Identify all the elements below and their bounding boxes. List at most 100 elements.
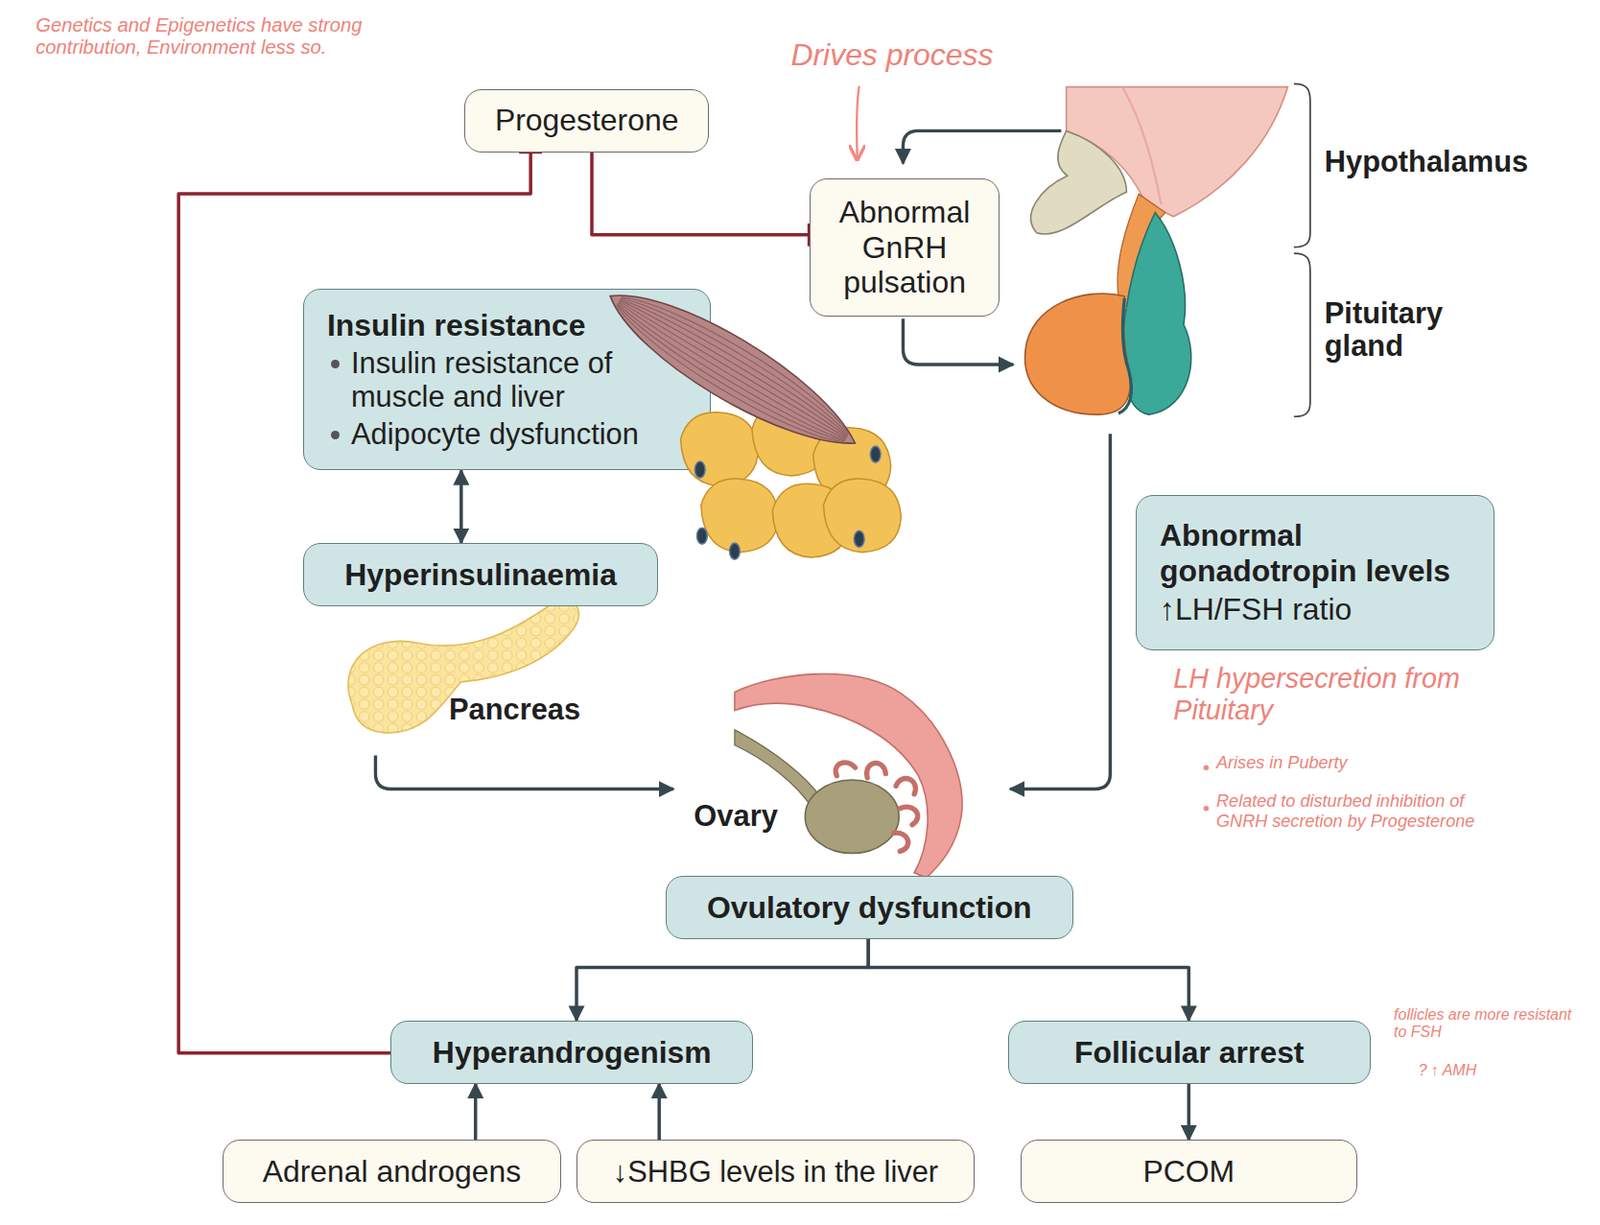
pituitary-illustration: [1118, 298, 1132, 414]
handwritten-note: Genetics and Epigenetics have strong con…: [35, 14, 362, 58]
note-bullet: [1203, 764, 1210, 771]
muscle-illustration: [612, 303, 846, 448]
ovary-illustration: [734, 729, 822, 807]
handwritten-note: follicles are more resistant to FSH: [1393, 1006, 1577, 1041]
flow-arrow: [902, 130, 1061, 164]
ovary-illustration: [835, 762, 855, 777]
box-heading: Abnormal gonadotropin levels: [1159, 517, 1475, 589]
handwritten-note: Arises in Puberty: [1216, 752, 1461, 773]
process-box: Abnormal GnRH pulsation: [809, 178, 1001, 317]
handwritten-note: follicles are more resistant to FSH: [1393, 1006, 1577, 1041]
box-heading: Insulin resistance: [327, 307, 692, 343]
box-text: Progesterone: [478, 102, 695, 138]
ovary-illustration: [734, 674, 963, 879]
part-label: Pancreas: [448, 693, 623, 728]
muscle-illustration: [620, 286, 855, 435]
hypothalamus-illustration: [1122, 87, 1161, 205]
handwritten-note: LH hypersecretion from Pituitary: [1173, 662, 1480, 725]
note-bullet: [1203, 805, 1210, 812]
condition-box: Follicular arrest: [1008, 1020, 1371, 1084]
box-text: Adrenal androgens: [236, 1153, 547, 1189]
muscle-illustration: [621, 282, 859, 434]
adipocyte-illustration: [752, 401, 830, 476]
inhibition-line: [591, 152, 810, 236]
ovary-illustration: [835, 762, 918, 852]
handwritten-note: ? ↑ AMH: [1418, 1061, 1542, 1080]
muscle-illustration: [619, 296, 849, 437]
flow-arrow: [459, 470, 464, 543]
adipocyte-illustration: [870, 446, 881, 463]
handwritten-note: Drives process: [790, 38, 1057, 73]
bracket: [1294, 83, 1311, 417]
box-text: PCOM: [1035, 1153, 1343, 1189]
muscle-illustration: [620, 291, 853, 436]
note-arrow: [856, 86, 860, 161]
text-row: Insulin resistance: [327, 307, 692, 343]
adipocyte-illustration: [772, 483, 850, 558]
condition-box: Hyperinsulinaemia: [303, 542, 659, 607]
text-row: Follicular arrest: [1022, 1035, 1357, 1070]
ovary-illustration: [894, 832, 909, 851]
ovary-illustration: [895, 778, 916, 795]
adipocyte-illustration: [853, 530, 865, 547]
handwritten-note: ? ↑ AMH: [1418, 1061, 1542, 1080]
text-row: Hyperandrogenism: [404, 1035, 739, 1070]
text-row: Abnormal gonadotropin levels: [1159, 517, 1475, 589]
adipocyte-illustration: [697, 527, 708, 544]
text-row: Hyperinsulinaemia: [317, 557, 644, 592]
note-arrow: [856, 86, 860, 161]
ovary-illustration: [804, 779, 899, 854]
text-row: Adrenal androgens: [236, 1153, 547, 1189]
part-label: Ovary: [693, 800, 806, 834]
adipocyte-illustration: [823, 478, 901, 553]
bracket: [1294, 253, 1311, 417]
box-heading: Ovulatory dysfunction: [680, 890, 1060, 925]
condition-box: Ovulatory dysfunction: [665, 875, 1075, 940]
text-row: ↑LH/FSH ratio: [1159, 591, 1475, 627]
flow-arrow: [902, 318, 1013, 365]
adipocyte-illustration: [813, 427, 892, 502]
bullet-dot: [330, 430, 340, 440]
ovary-illustration: [867, 762, 887, 777]
box-heading: Hyperinsulinaemia: [317, 557, 644, 592]
pituitary-illustration: [1025, 193, 1192, 415]
flow-arrow: [1187, 1083, 1192, 1141]
flow-arrow: [868, 939, 1189, 1021]
box-text: Insulin resistance of muscle and liver: [351, 346, 692, 414]
adipocyte-illustration: [729, 542, 741, 560]
flow-arrow: [375, 754, 674, 789]
bullet-dot: [330, 359, 340, 369]
muscle-illustration: [594, 269, 871, 470]
muscle-illustration: [615, 302, 846, 443]
text-row: ↓SHBG levels in the liver: [590, 1154, 961, 1189]
flow-arrow: [657, 1083, 661, 1141]
part-label: Pancreas: [448, 693, 623, 728]
muscle-illustration: [618, 301, 847, 438]
flow-arrow: [473, 1083, 478, 1141]
handwritten-note: Drives process: [790, 38, 1057, 73]
part-label: Pituitary gland: [1324, 297, 1499, 364]
outcome-box: PCOM: [1020, 1139, 1358, 1203]
hypothalamus-illustration: [1031, 130, 1128, 235]
factor-box: Adrenal androgens: [222, 1139, 562, 1203]
hormone-box: Progesterone: [464, 89, 709, 153]
pituitary-illustration: [1025, 293, 1131, 415]
box-heading: Hyperandrogenism: [404, 1035, 739, 1070]
text-row: Ovulatory dysfunction: [680, 890, 1060, 925]
handwritten-note: Arises in Puberty: [1216, 752, 1461, 773]
muscle-illustration: [594, 269, 871, 470]
handwritten-note: LH hypersecretion from Pituitary: [1173, 662, 1480, 725]
flow-arrow: [1010, 433, 1110, 789]
factor-box: ↓SHBG levels in the liver: [576, 1139, 975, 1203]
box-text: ↑LH/FSH ratio: [1159, 591, 1475, 627]
ovary-illustration: [734, 674, 963, 879]
box-text: Abnormal GnRH pulsation: [823, 194, 987, 300]
note-bullet: [1203, 764, 1210, 811]
muscle-illustration: [607, 305, 845, 457]
part-label: Pituitary gland: [1324, 297, 1499, 364]
condition-box: Hyperandrogenism: [390, 1020, 753, 1084]
condition-box: Abnormal gonadotropin levels↑LH/FSH rati…: [1135, 494, 1495, 651]
part-label: Hypothalamus: [1324, 145, 1570, 180]
